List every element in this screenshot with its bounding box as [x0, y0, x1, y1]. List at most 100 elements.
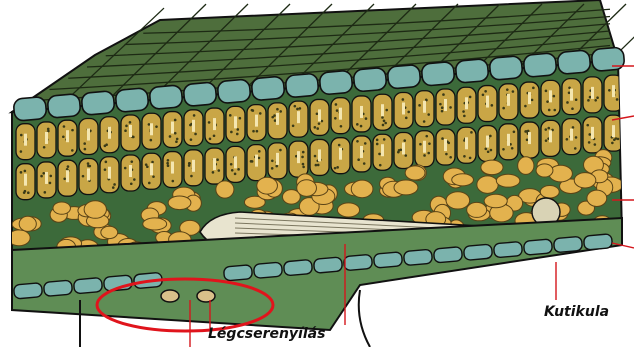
palisade-cell	[247, 105, 266, 141]
palisade-cell	[541, 80, 560, 116]
epidermis-cell	[285, 73, 319, 98]
epidermis-cell	[217, 79, 251, 104]
spongy-cell	[467, 202, 487, 217]
palisade-cell	[226, 106, 245, 142]
spongy-cell	[481, 160, 503, 174]
spongy-cell	[53, 202, 70, 214]
lower-epidermis-cell	[313, 257, 342, 273]
palisade-cell	[79, 158, 98, 194]
spongy-cell	[452, 174, 474, 186]
palisade-cell	[247, 145, 266, 181]
lower-epidermis-cell	[223, 265, 252, 281]
epidermis-cell	[81, 91, 115, 116]
lower-epidermis-cell	[283, 259, 312, 275]
epidermis-cell	[455, 59, 489, 84]
spongy-cell	[297, 180, 317, 197]
palisade-cell	[121, 115, 140, 151]
epidermis-cell	[387, 64, 421, 89]
palisade-cell	[562, 119, 581, 155]
epidermis-cell	[183, 82, 217, 107]
palisade-cell	[478, 86, 497, 122]
epidermis-cell	[319, 70, 353, 95]
spongy-cell	[216, 181, 234, 198]
palisade-cell	[37, 122, 56, 158]
palisade-cell	[100, 157, 119, 193]
palisade-cell	[100, 117, 119, 153]
palisade-cell	[562, 79, 581, 115]
palisade-cell	[205, 148, 224, 184]
palisade-cell	[310, 99, 329, 135]
palisade-cell	[289, 141, 308, 177]
palisade-cell	[436, 89, 455, 125]
palisade-cell	[373, 134, 392, 170]
spongy-cell	[496, 174, 520, 187]
epidermis-cell	[13, 96, 47, 121]
palisade-cell	[289, 101, 308, 137]
palisade-cell	[58, 120, 77, 156]
palisade-cell	[604, 75, 623, 111]
palisade-cell	[478, 126, 497, 162]
spongy-cell	[574, 173, 596, 188]
spongy-cell	[446, 192, 470, 209]
palisade-cell	[37, 162, 56, 198]
epidermis-cell	[421, 61, 455, 86]
palisade-cell	[352, 136, 371, 172]
lower-epidermis-cell	[463, 244, 492, 260]
palisade-cell	[520, 122, 539, 158]
spongy-cell	[101, 226, 118, 238]
palisade-cell	[499, 124, 518, 160]
palisade-cell	[415, 131, 434, 167]
lower-epidermis-cell	[583, 234, 612, 250]
palisade-cell	[583, 77, 602, 113]
palisade-cell	[268, 143, 287, 179]
lower-epidermis-cell	[403, 249, 432, 265]
palisade-cell	[226, 146, 245, 182]
spongy-cell	[351, 180, 373, 198]
palisade-cell	[520, 82, 539, 118]
palisade-cell	[394, 132, 413, 168]
spongy-cell	[143, 218, 167, 230]
epidermis-cell	[523, 53, 557, 78]
lower-epidermis-cell	[13, 283, 42, 299]
palisade-cell	[184, 110, 203, 146]
palisade-cell	[394, 92, 413, 128]
spongy-cell	[484, 194, 507, 207]
epidermis-cell	[47, 94, 81, 119]
lower-epidermis-cell	[433, 247, 462, 263]
epidermis-cell	[591, 47, 625, 72]
palisade-cell	[331, 98, 350, 134]
palisade-cell	[310, 139, 329, 175]
palisade-cell	[331, 138, 350, 174]
epidermis-cell	[557, 50, 591, 75]
spongy-cell	[257, 177, 278, 194]
epidermis-cell	[251, 76, 285, 101]
palisade-cell	[436, 129, 455, 165]
epidermis-cell	[353, 67, 387, 92]
palisade-cell	[163, 112, 182, 148]
label-cuticle: Kutikula	[544, 304, 609, 320]
palisade-cell	[121, 155, 140, 191]
spongy-cell	[540, 186, 559, 199]
palisade-cell	[142, 153, 161, 189]
lower-epidermis-cell	[253, 262, 282, 278]
spongy-cell	[477, 176, 498, 194]
palisade-cell	[142, 113, 161, 149]
palisade-cell	[79, 118, 98, 154]
lower-epidermis-cell	[73, 277, 102, 293]
palisade-cell	[16, 124, 35, 160]
palisade-cell	[352, 96, 371, 132]
palisade-cell	[184, 150, 203, 186]
spongy-cell	[84, 201, 106, 219]
palisade-cell	[268, 103, 287, 139]
spongy-cell	[587, 190, 607, 206]
palisade-cell	[499, 84, 518, 120]
spongy-cell	[168, 196, 191, 210]
epidermis-cell	[149, 85, 183, 110]
palisade-cell	[541, 120, 560, 156]
lower-epidermis-cell	[553, 236, 582, 252]
spongy-cell	[19, 216, 36, 231]
spongy-cell	[394, 180, 418, 195]
lower-epidermis-cell	[493, 241, 522, 257]
lower-epidermis-cell	[523, 239, 552, 255]
